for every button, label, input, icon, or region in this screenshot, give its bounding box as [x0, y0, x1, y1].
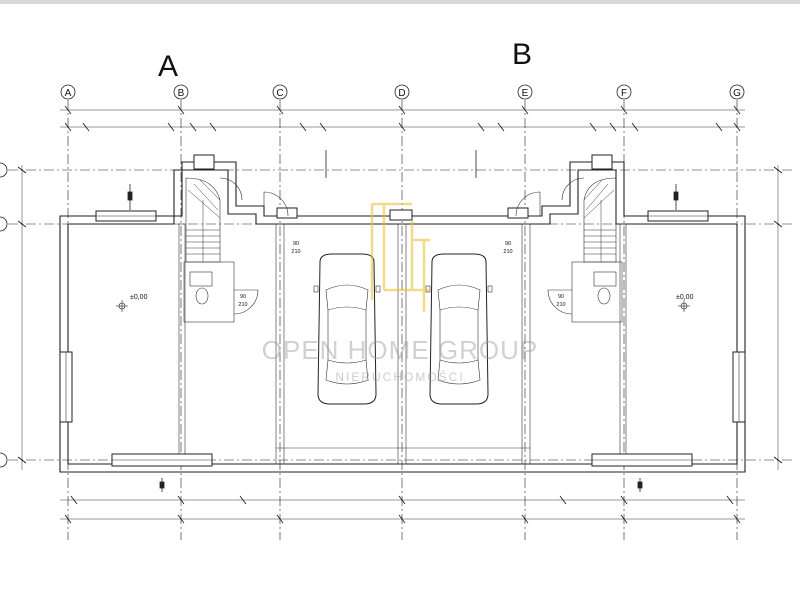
axis-label-b: B	[178, 88, 185, 99]
car-left	[313, 253, 381, 405]
axis-circle-g	[729, 84, 745, 100]
axis-markers: A B C D E F G	[0, 84, 745, 468]
axis-circle-row-1	[0, 162, 8, 178]
door-garage-right-width: 90	[505, 241, 511, 247]
axis-label-d: D	[398, 88, 405, 99]
axis-circle-e	[517, 84, 533, 100]
dimension-chains-bottom	[60, 495, 745, 524]
staircase-left	[185, 177, 221, 263]
interior-walls	[178, 223, 627, 465]
axis-label-g: G	[733, 88, 741, 99]
unit-a-label: A	[158, 50, 178, 83]
door-garage-left-height: 210	[291, 249, 300, 255]
axis-circle-row-3	[0, 452, 8, 468]
level-text-left: ±0,00	[130, 294, 148, 301]
staircase-right	[583, 177, 617, 263]
windows	[59, 154, 746, 467]
level-marker-right: ±0,00	[676, 294, 694, 312]
axis-label-e: E	[522, 88, 529, 99]
axis-circle-a	[60, 84, 76, 100]
car-right	[425, 253, 493, 405]
door-swings	[219, 177, 585, 315]
axis-label-a: A	[65, 88, 72, 99]
watermark-subtitle: NIERUCHOMOŚCI	[335, 369, 464, 384]
door-wc-left-width: 90	[240, 294, 246, 300]
wc-fixtures	[189, 271, 617, 305]
axis-circle-f	[616, 84, 632, 100]
watermark-logo-icon	[370, 202, 430, 312]
dimension-chains-top	[60, 105, 745, 132]
door-wc-left-height: 210	[238, 302, 247, 308]
door-garage-right-height: 210	[503, 249, 512, 255]
door-garage-left-width: 90	[293, 241, 299, 247]
door-wc-right-height: 210	[556, 302, 565, 308]
level-text-right: ±0,00	[676, 294, 694, 301]
door-labels: 90 210 90 210 90 210 90 210	[238, 241, 565, 308]
exterior-walls	[59, 161, 746, 473]
level-marker-left: ±0,00	[116, 294, 148, 312]
axis-label-f: F	[621, 88, 627, 99]
axis-circle-row-2	[0, 216, 8, 232]
axis-lines-vertical	[67, 100, 738, 540]
axis-circle-d	[394, 84, 410, 100]
axis-circle-c	[272, 84, 288, 100]
watermark-title: OPEN HOME GROUP	[262, 335, 538, 365]
unit-b-label: B	[512, 38, 532, 71]
axis-label-c: C	[276, 88, 283, 99]
top-border	[0, 0, 800, 4]
axis-circle-b	[173, 84, 189, 100]
section-markers	[127, 150, 679, 492]
door-wc-right-width: 90	[558, 294, 564, 300]
dimension-chains-side	[17, 165, 783, 470]
